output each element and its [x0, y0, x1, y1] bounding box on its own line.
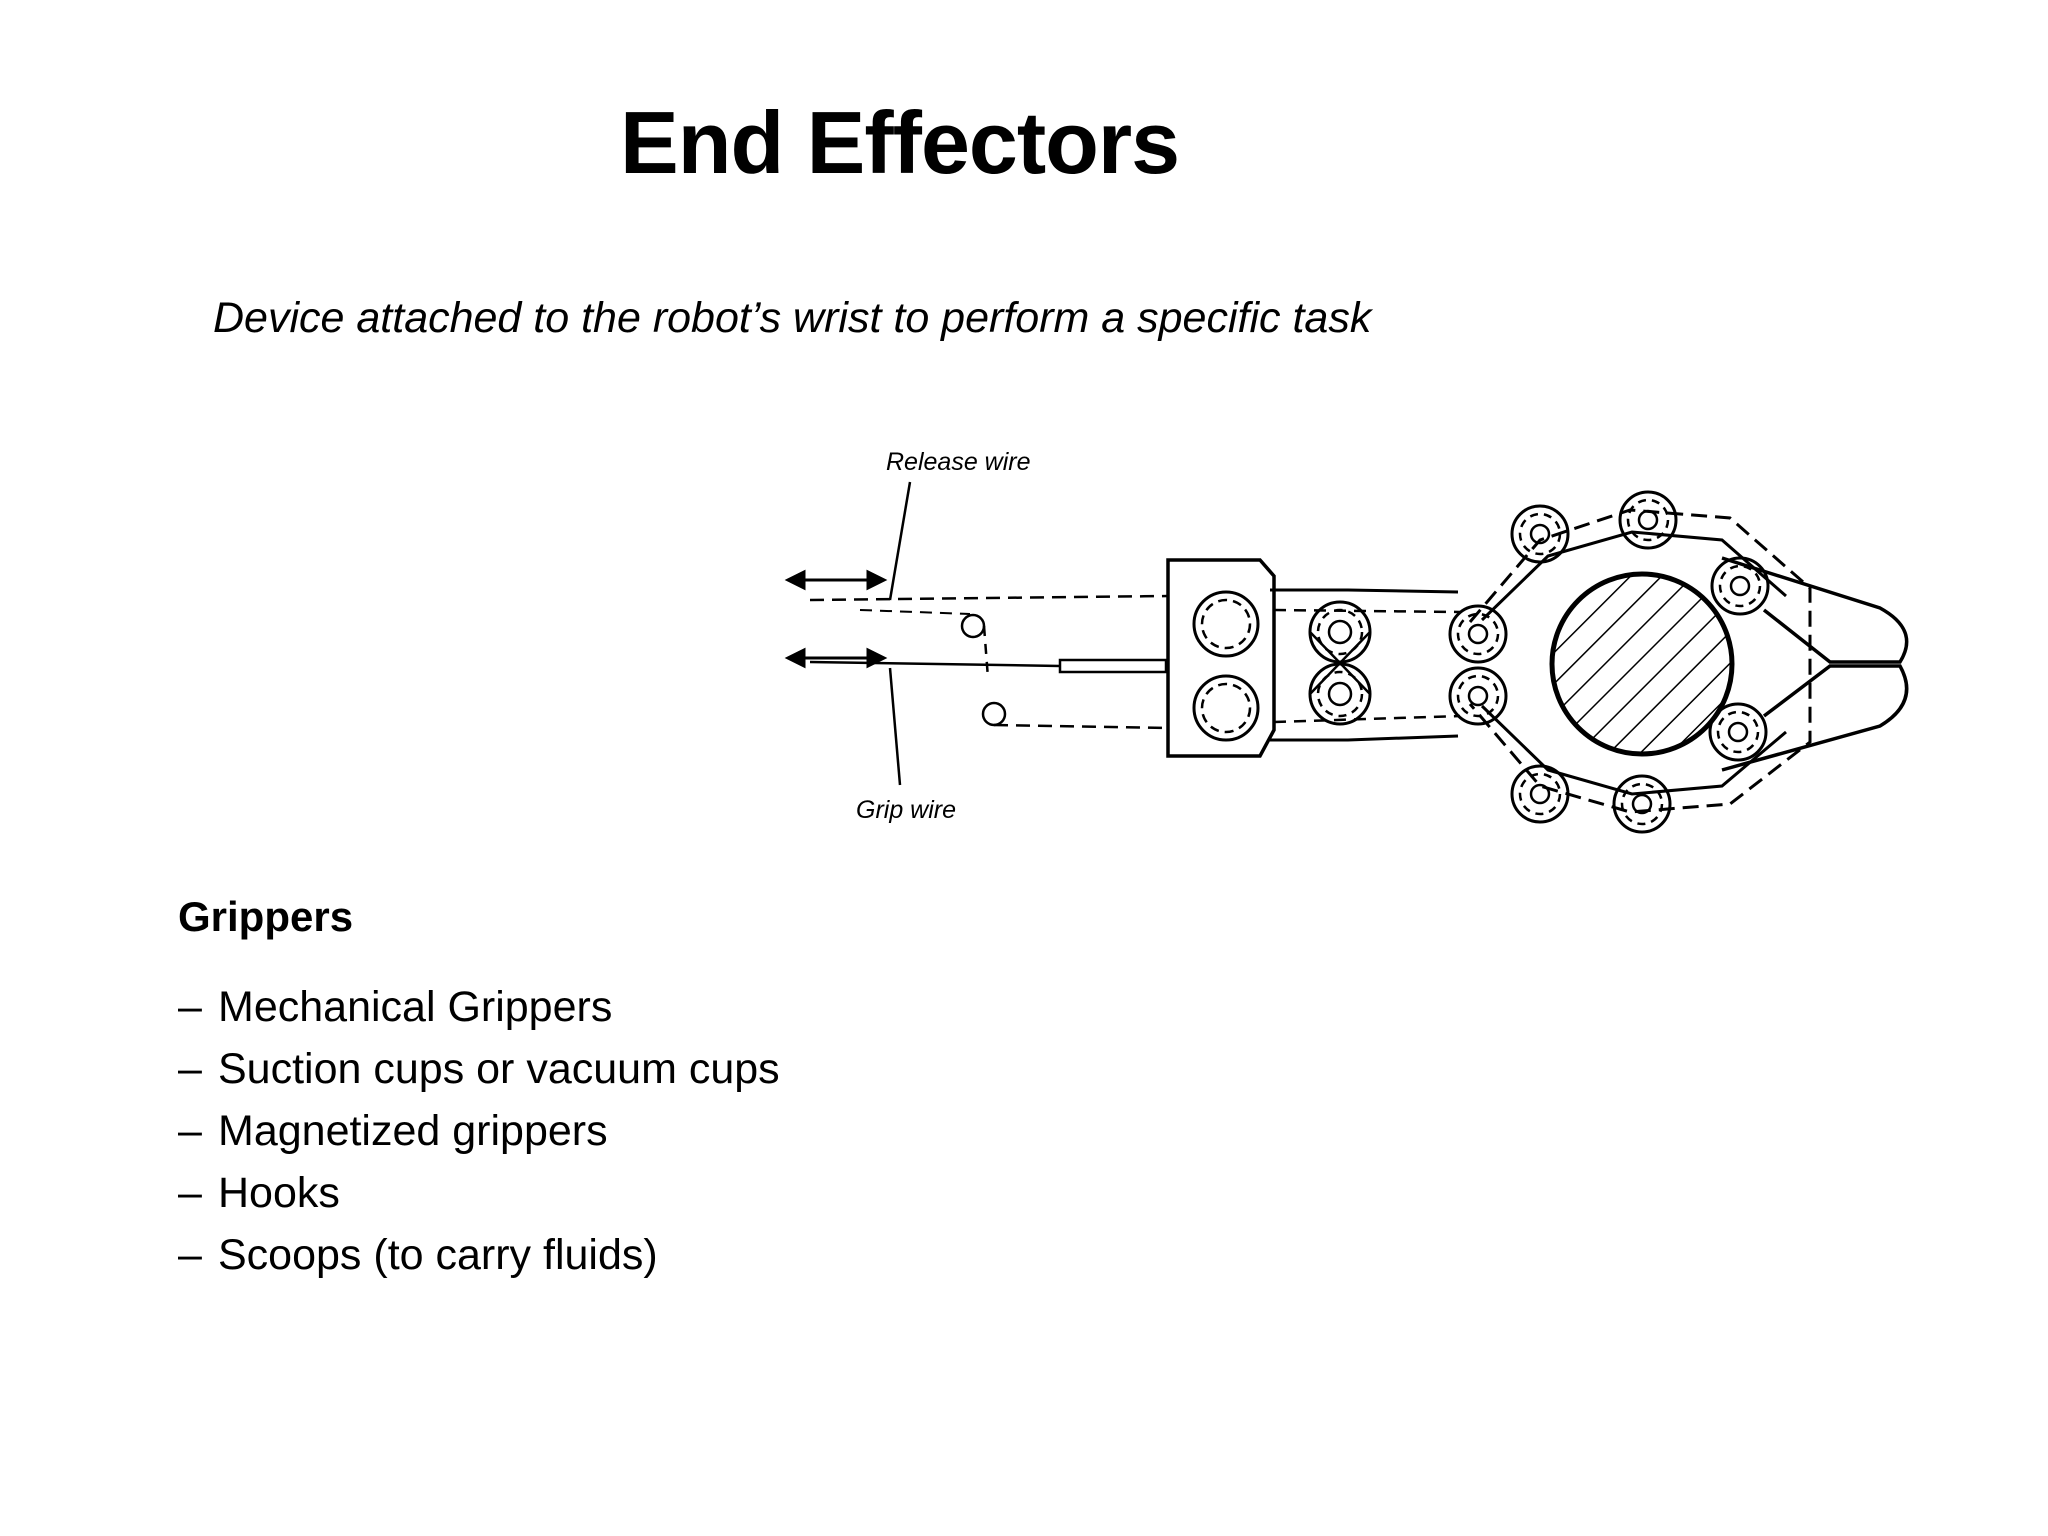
grasped-object: [1549, 571, 1735, 757]
release-wire-leader: [888, 481, 912, 601]
bullet-dash: –: [178, 1169, 202, 1217]
bullet-dash: –: [178, 1107, 202, 1155]
release-wire-label: Release wire: [886, 448, 1031, 476]
list-item: –Mechanical Grippers: [178, 976, 780, 1038]
grip-wire-leader: [888, 667, 902, 786]
grippers-heading: Grippers: [178, 893, 354, 940]
grip-wire-pulley: [981, 701, 1007, 727]
grip-wire: [809, 660, 1061, 668]
wrist-pulley-bottom: [1192, 674, 1260, 742]
bullet-dash: –: [178, 983, 202, 1031]
grippers-list: –Mechanical Grippers –Suction cups or va…: [178, 976, 780, 1286]
list-item-label: Hooks: [218, 1169, 340, 1217]
gripper-diagram: Release wire Grip wire: [784, 448, 1909, 834]
grip-wire-label: Grip wire: [856, 796, 956, 824]
proximal-cable-top: [1273, 608, 1461, 614]
proximal-link-bottom: [1270, 734, 1459, 742]
release-wire-branch: [859, 609, 971, 615]
slide-subtitle: Device attached to the robot’s wrist to …: [213, 294, 1372, 342]
fingertip-upper: [1721, 556, 1909, 664]
finger-chain-outer: [1468, 508, 1812, 814]
list-item-label: Mechanical Grippers: [218, 983, 613, 1031]
finger-joint-pulley: [1448, 490, 1770, 834]
middle-cross-cable: [1309, 631, 1371, 695]
list-item: –Suction cups or vacuum cups: [178, 1038, 780, 1100]
middle-pulley-bottom: [1308, 662, 1372, 726]
wrist-block: [1166, 558, 1276, 758]
list-item: –Magnetized grippers: [178, 1100, 780, 1162]
bullet-dash: –: [178, 1045, 202, 1093]
list-item-label: Suction cups or vacuum cups: [218, 1045, 780, 1093]
list-item-label: Scoops (to carry fluids): [218, 1231, 658, 1279]
release-wire: [809, 594, 1169, 602]
bullet-dash: –: [178, 1231, 202, 1279]
proximal-cable-bottom: [1273, 714, 1461, 724]
proximal-link-top: [1270, 588, 1459, 594]
release-wire-return: [993, 723, 1167, 730]
release-wire-arrow: [784, 569, 888, 591]
grip-rod: [1058, 658, 1168, 674]
fingertip-lower: [1721, 664, 1909, 772]
list-item: –Hooks: [178, 1162, 780, 1224]
slide-title: End Effectors: [620, 93, 1180, 192]
release-wire-drop: [982, 625, 990, 679]
finger-link-lower: [1480, 704, 1787, 796]
middle-pulley-top: [1308, 600, 1372, 664]
grip-wire-arrow: [784, 647, 888, 669]
wrist-pulley-top: [1192, 590, 1260, 658]
list-item: –Scoops (to carry fluids): [178, 1224, 780, 1286]
release-wire-pulley: [960, 613, 986, 639]
list-item-label: Magnetized grippers: [218, 1107, 608, 1155]
